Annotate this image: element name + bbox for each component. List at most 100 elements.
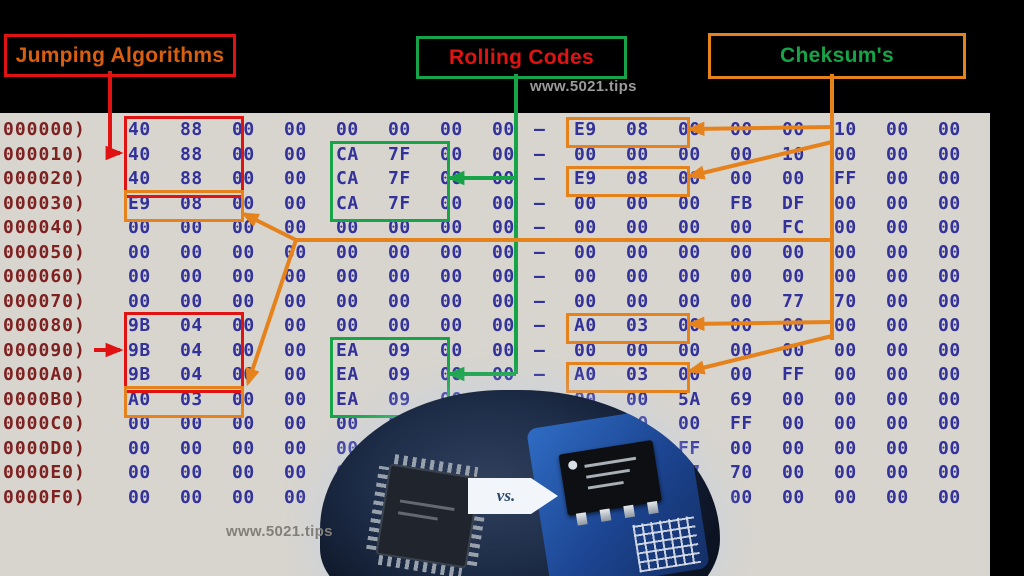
hex-byte: 10 [782,143,805,165]
hex-byte: 00 [626,217,649,238]
hex-byte: 00 [782,486,805,508]
hex-byte: 00 [574,339,597,361]
hex-byte: 00 [626,388,649,410]
hex-byte: 00 [678,217,701,238]
jumping-box-1 [124,116,244,198]
hex-byte: 00 [284,339,307,361]
hex-byte: 00 [284,217,307,238]
hex-separator: — [534,290,546,312]
hex-byte: 00 [128,217,151,238]
hex-byte: FF [834,168,857,189]
hex-byte: A0 [128,388,151,410]
hex-byte: 00 [834,339,857,361]
hex-byte: 00 [782,388,805,410]
checksum-label-box: Cheksum's [708,33,966,79]
hex-byte: 00 [886,388,909,410]
hex-byte: 00 [492,339,515,361]
chip-pin1-dot [567,460,578,471]
hex-byte: 00 [782,437,805,459]
hex-byte: CA [336,143,359,165]
hex-byte: 7F [388,168,411,189]
hex-separator: — [534,315,546,336]
hex-byte: E9 [574,119,597,140]
hex-byte: 00 [886,364,909,385]
hex-byte: 00 [284,462,307,483]
hex-byte: 00 [938,388,961,410]
hex-byte: 00 [730,241,753,263]
hex-byte: 04 [180,315,203,336]
hex-separator: — [534,339,546,361]
hex-byte: 00 [492,217,515,238]
hex-byte: 00 [730,364,753,385]
hex-byte: 00 [284,241,307,263]
hex-byte: 00 [284,266,307,287]
hex-byte: DF [782,192,805,214]
hex-address: 0000B0) [3,388,86,410]
hex-byte: 00 [128,486,151,508]
eeprom-pin [599,508,612,522]
checksum-box-left-1 [124,190,244,222]
hex-byte: 00 [626,339,649,361]
hex-address: 000010) [3,143,86,165]
hex-address: 000060) [3,266,86,287]
hex-byte: 40 [128,168,151,189]
hex-byte: 00 [492,168,515,189]
hex-byte: 00 [886,192,909,214]
hex-byte: 00 [492,315,515,336]
hex-byte: 00 [388,119,411,140]
hex-byte: 00 [886,143,909,165]
hex-byte: 00 [626,266,649,287]
hex-byte: 00 [938,462,961,483]
hex-byte: 00 [284,119,307,140]
hex-byte: 00 [336,413,359,434]
hex-byte: 00 [938,290,961,312]
hex-byte: 00 [886,119,909,140]
hex-byte: 00 [492,119,515,140]
hex-byte: 00 [834,192,857,214]
hex-byte: 5A [678,388,701,410]
hex-byte: 00 [440,241,463,263]
hex-byte: 00 [180,462,203,483]
hex-byte: 00 [180,290,203,312]
hex-byte: A0 [574,315,597,336]
hex-byte: 08 [626,168,649,189]
hex-byte: 88 [180,119,203,140]
hex-address: 0000E0) [3,462,86,483]
hex-byte: 00 [886,339,909,361]
hex-byte: 00 [284,388,307,410]
hex-byte: 00 [284,486,307,508]
hex-byte: 00 [730,168,753,189]
hex-byte: 00 [336,290,359,312]
hex-byte: 00 [336,119,359,140]
hex-byte: 03 [626,315,649,336]
hex-byte: 00 [284,437,307,459]
hex-byte: 00 [730,339,753,361]
hex-byte: E9 [574,168,597,189]
hex-byte: A0 [574,364,597,385]
hex-byte: 00 [232,241,255,263]
hex-separator: — [534,143,546,165]
hex-byte: 00 [938,119,961,140]
hex-byte: 00 [180,217,203,238]
hex-byte: 04 [180,364,203,385]
hex-byte: 00 [440,290,463,312]
hex-byte: 00 [834,413,857,434]
checksum-box-right-1 [566,117,690,148]
hex-byte: 00 [834,462,857,483]
hex-byte: 00 [232,290,255,312]
hex-byte: 00 [574,192,597,214]
hex-byte: 00 [180,437,203,459]
hex-byte: 00 [492,290,515,312]
hex-byte: 00 [232,266,255,287]
hex-byte: 03 [626,364,649,385]
hex-byte: EA [336,388,359,410]
hex-separator: — [534,217,546,238]
hex-byte: 00 [834,437,857,459]
hex-byte: 7F [388,143,411,165]
rolling-box-1 [330,141,450,222]
hex-byte: 00 [232,462,255,483]
hex-byte: 00 [180,241,203,263]
hex-byte: 00 [336,241,359,263]
